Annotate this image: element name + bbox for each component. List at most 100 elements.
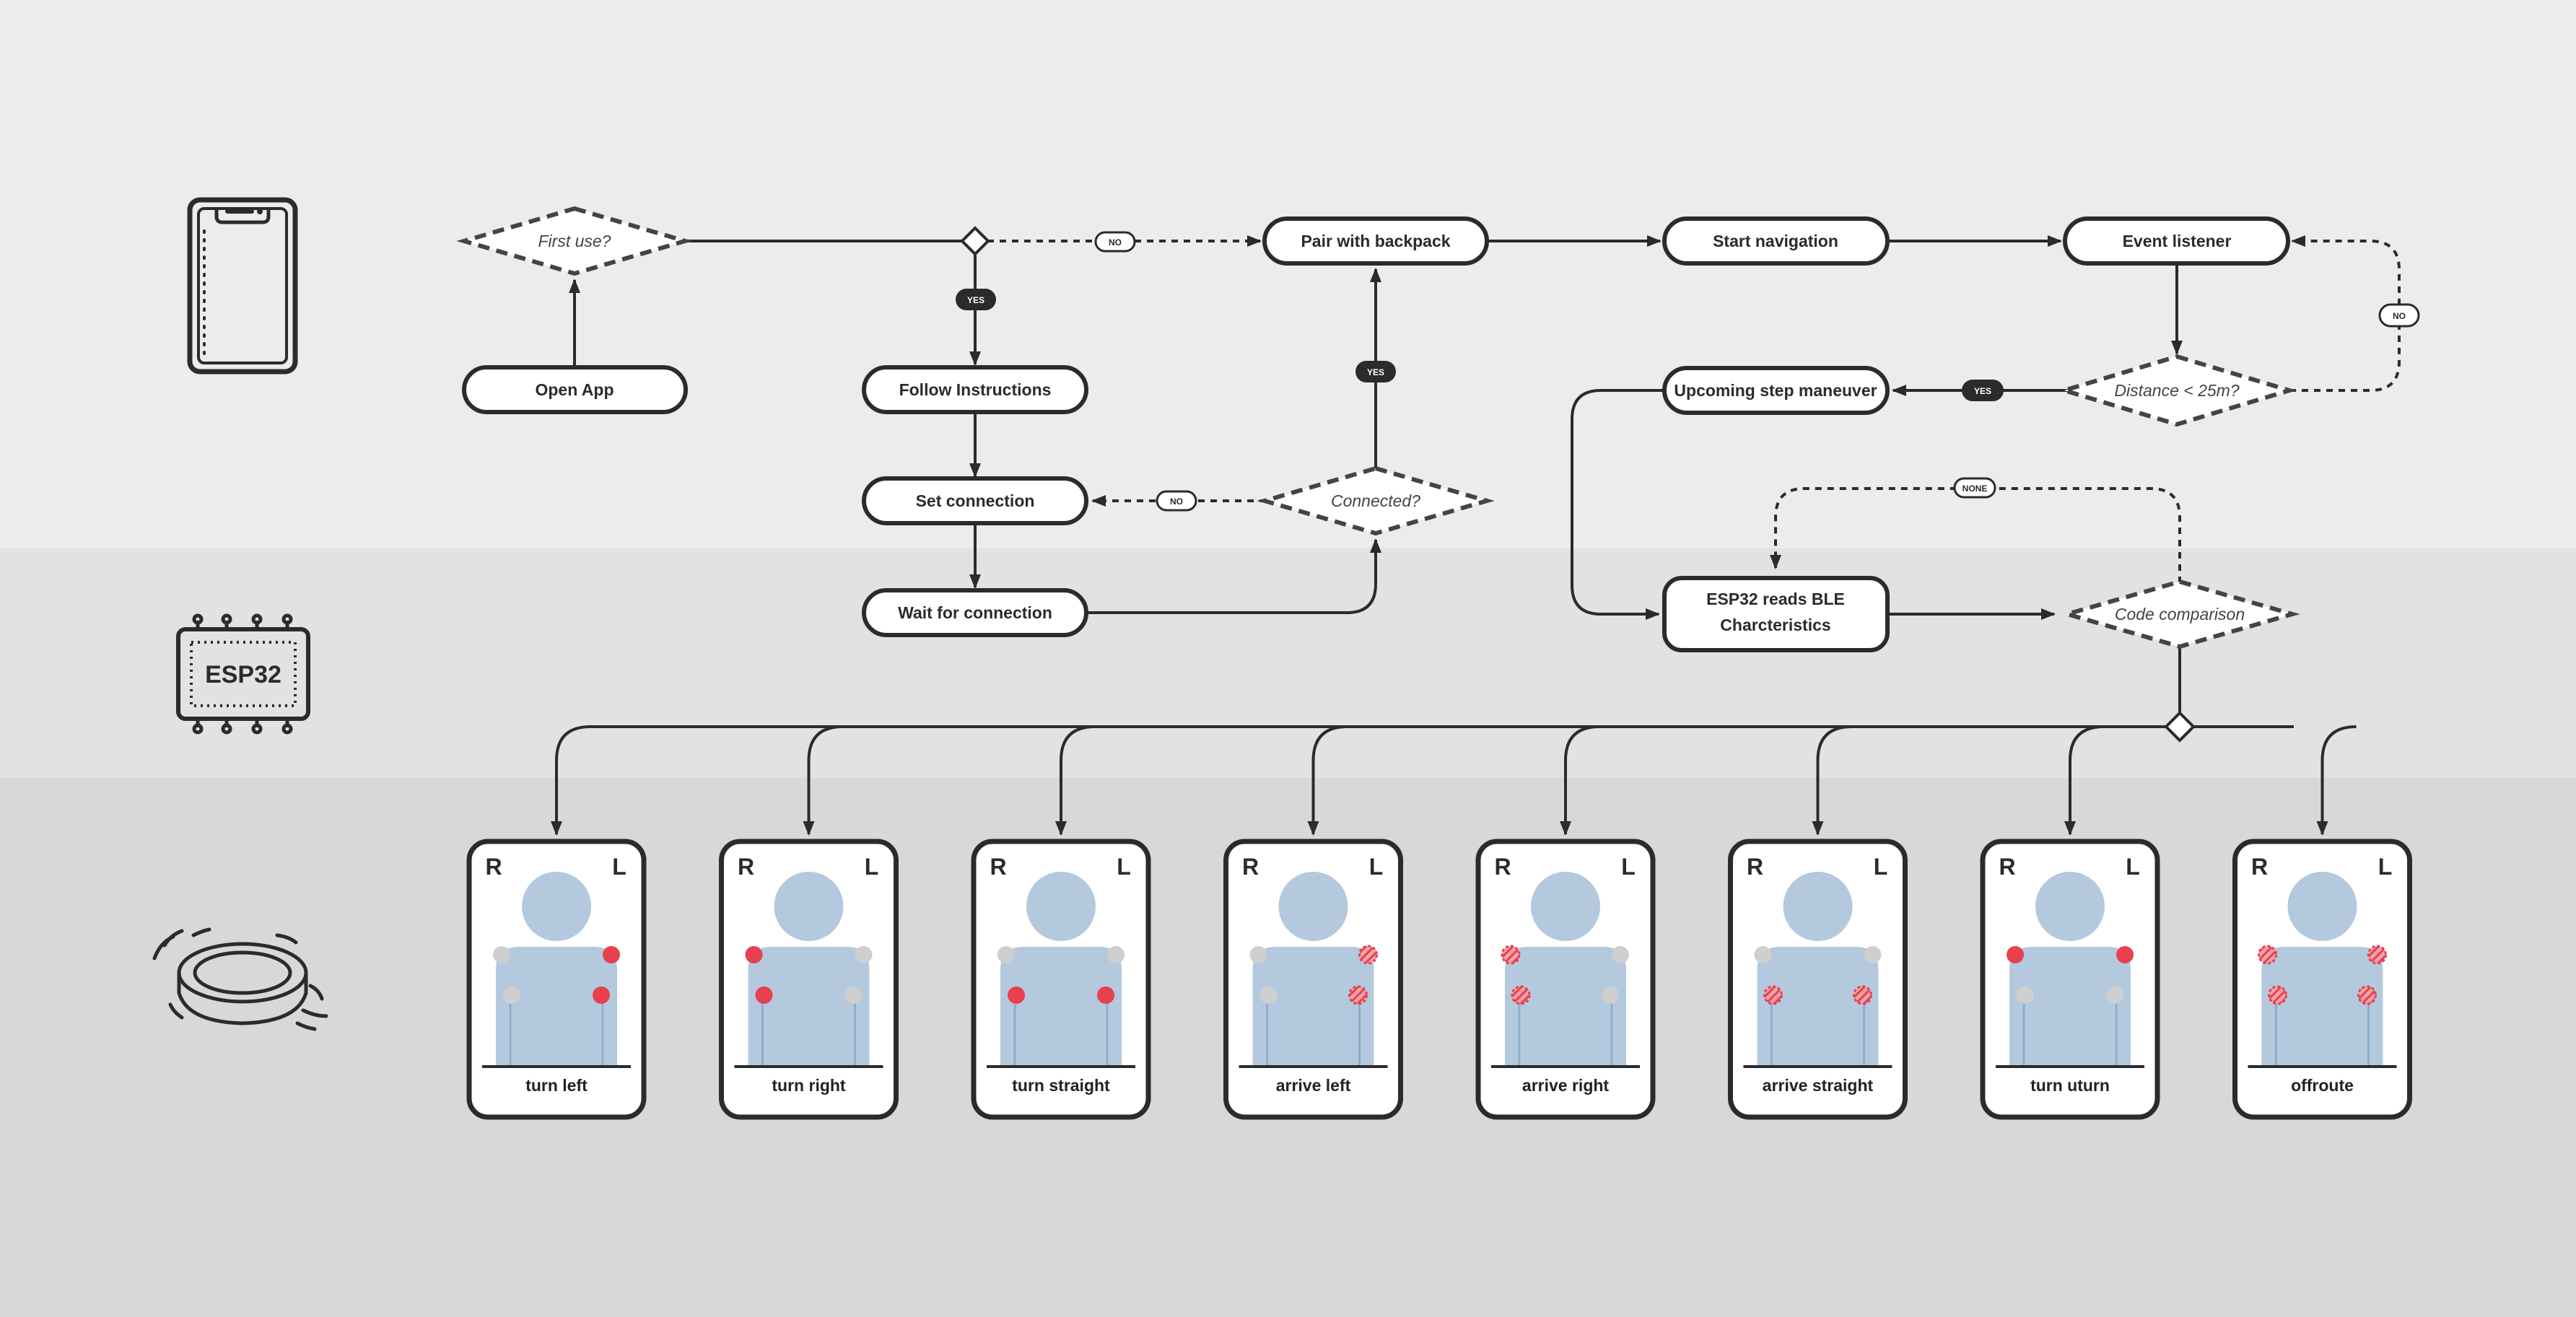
branch-arrow — [551, 725, 591, 836]
pill-first-use-no-label: NO — [1109, 237, 1122, 248]
branch-arrow — [2316, 725, 2357, 836]
node-follow-instructions: Follow Instructions — [862, 365, 1088, 414]
motor-upper-left — [1612, 946, 1629, 963]
card-label: turn right — [772, 1076, 846, 1095]
node-wait-for-connection-label: Wait for connection — [898, 603, 1052, 622]
figure-torso — [496, 947, 617, 1067]
smartphone-icon — [187, 197, 298, 375]
motor-lower-right — [503, 986, 520, 1004]
node-follow-instructions-label: Follow Instructions — [899, 380, 1052, 399]
node-open-app: Open App — [462, 365, 688, 414]
motor-lower-left — [1853, 985, 1872, 1005]
motor-lower-right — [1511, 985, 1531, 1005]
motor-upper-left — [1107, 946, 1125, 963]
decision-connected-label: Connected? — [1331, 491, 1420, 510]
card-side-left: L — [2126, 854, 2140, 880]
pill-code-none-label: NONE — [1962, 484, 1988, 494]
motor-upper-left — [1864, 946, 1882, 963]
motor-lower-right — [2268, 985, 2287, 1005]
branch-arrow — [1560, 725, 1600, 836]
card-side-right: R — [1494, 854, 1511, 880]
node-esp32-reads-line2: Charcteristics — [1720, 616, 1830, 634]
node-start-navigation: Start navigation — [1662, 216, 1890, 266]
card-side-left: L — [1369, 854, 1384, 880]
motor-lower-left — [844, 986, 863, 1004]
pill-connected-no: NO — [1156, 490, 1197, 512]
band-phone — [0, 0, 2576, 548]
motor-upper-left — [855, 946, 873, 963]
pill-first-use-yes-label: YES — [967, 295, 984, 305]
decision-first-use: First use? — [456, 206, 693, 276]
card-side-right: R — [485, 854, 502, 880]
motor-upper-left — [1358, 945, 1378, 965]
card-side-right: R — [1999, 854, 2015, 880]
branch-arrow — [1307, 725, 1348, 836]
node-pair-with-backpack: Pair with backpack — [1262, 216, 1489, 266]
card-side-left: L — [1874, 854, 1888, 880]
motor-lower-right — [2017, 986, 2034, 1004]
pill-distance-no-label: NO — [2393, 311, 2406, 321]
motor-upper-left — [2367, 945, 2387, 965]
figure-torso — [2261, 947, 2383, 1067]
motor-lower-right — [755, 986, 773, 1004]
card-label: arrive right — [1522, 1076, 1609, 1095]
figure-head — [1531, 872, 1600, 941]
card-side-left: L — [2378, 854, 2393, 880]
figure-head — [774, 872, 844, 941]
junction-diamond-bottom — [2164, 711, 2196, 743]
branch-arrow — [803, 725, 843, 836]
figure-torso — [1252, 947, 1374, 1067]
junction-diamond — [960, 226, 990, 256]
card-side-right: R — [738, 854, 754, 880]
pill-connected-no-label: NO — [1170, 496, 1183, 507]
card-label: turn straight — [1012, 1076, 1110, 1095]
motor-lower-left — [593, 986, 610, 1004]
card-side-left: L — [1621, 854, 1636, 880]
motor-upper-right — [745, 946, 763, 963]
card-label: arrive left — [1276, 1076, 1351, 1095]
node-event-listener-label: Event listener — [2123, 232, 2232, 250]
node-start-navigation-label: Start navigation — [1713, 232, 1838, 250]
figure-head — [1278, 872, 1348, 941]
branch-arrow — [1812, 725, 1852, 836]
chip-label: ESP32 — [205, 661, 281, 688]
card-side-right: R — [990, 854, 1006, 880]
node-upcoming-step: Upcoming step maneuver — [1662, 366, 1890, 415]
node-set-connection-label: Set connection — [916, 491, 1035, 510]
motor-upper-right — [1249, 946, 1267, 963]
node-wait-for-connection: Wait for connection — [862, 588, 1088, 637]
branch-arrow — [2064, 725, 2105, 836]
node-set-connection: Set connection — [862, 476, 1088, 525]
motor-lower-left — [2106, 986, 2123, 1004]
distribution-branches — [551, 725, 2357, 836]
pill-first-use-yes: YES — [956, 289, 996, 310]
card-side-right: R — [1242, 854, 1259, 880]
motor-lower-left — [2357, 985, 2377, 1005]
motor-upper-right — [997, 946, 1015, 963]
card-side-left: L — [865, 854, 879, 880]
figure-torso — [1757, 947, 1879, 1067]
card-label: turn uturn — [2030, 1076, 2110, 1095]
band-esp32 — [0, 548, 2576, 778]
pill-connected-yes-label: YES — [1367, 367, 1384, 377]
figure-torso — [2009, 947, 2131, 1067]
figure-head — [1783, 872, 1853, 941]
card-side-right: R — [2251, 854, 2268, 880]
motor-lower-right — [1259, 986, 1278, 1004]
figure-torso — [1000, 947, 1122, 1067]
pill-connected-yes: YES — [1355, 361, 1396, 382]
figure-head — [2035, 872, 2105, 941]
pill-distance-yes: YES — [1962, 380, 2004, 401]
pill-first-use-no: NO — [1094, 231, 1136, 253]
card-label: offroute — [2291, 1076, 2354, 1095]
decision-first-use-label: First use? — [538, 232, 611, 250]
decision-distance: Distance < 25m? — [2056, 354, 2297, 427]
motor-upper-right — [493, 946, 510, 963]
